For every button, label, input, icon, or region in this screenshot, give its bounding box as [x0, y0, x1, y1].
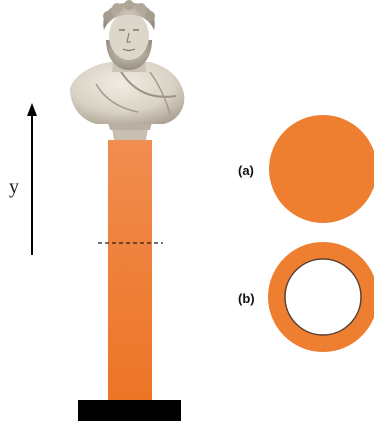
section-a-label: (a)	[238, 163, 254, 178]
marble-bust-icon	[70, 0, 185, 140]
column-shaft	[108, 140, 152, 402]
axis-label: y	[9, 176, 19, 198]
hollow-ring-inner	[284, 258, 362, 336]
column-base	[78, 400, 181, 421]
solid-circle-section	[269, 115, 374, 223]
arrow-up-icon	[27, 103, 37, 255]
section-b-label: (b)	[238, 291, 255, 306]
